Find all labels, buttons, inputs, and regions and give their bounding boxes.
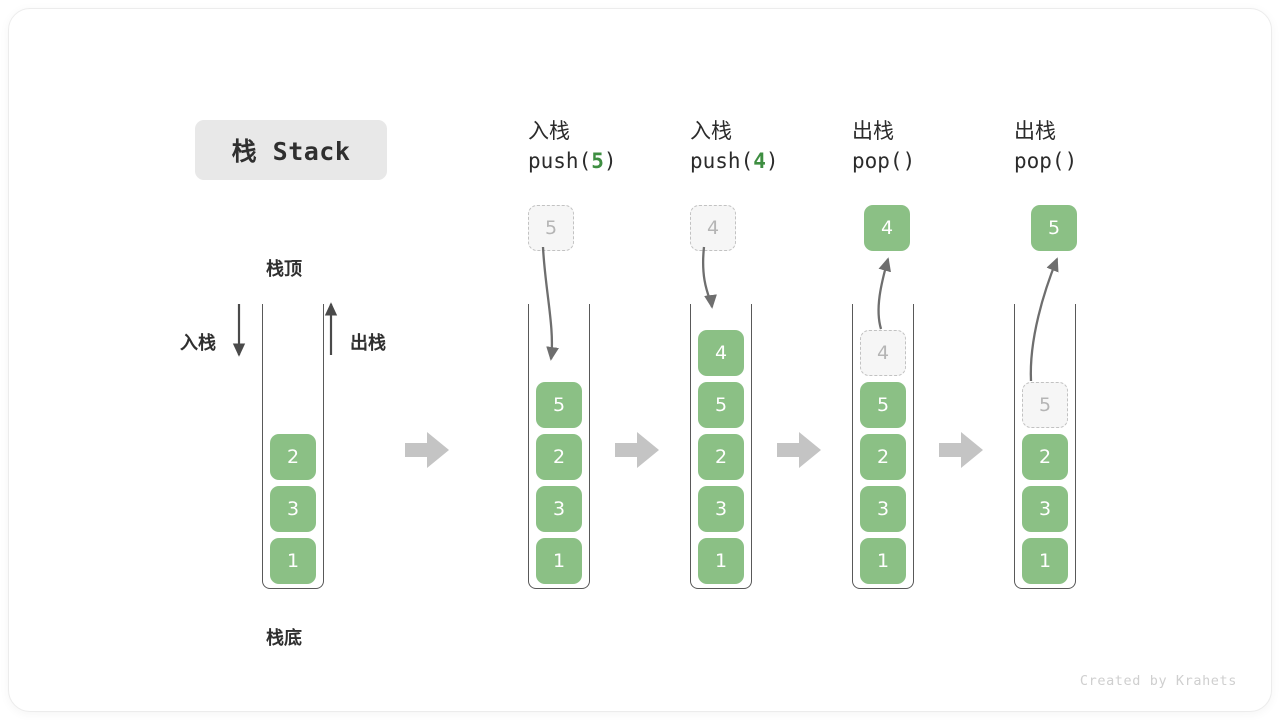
stack-container-pop-5 [1014, 304, 1076, 589]
stack-cell: 3 [1022, 486, 1068, 532]
popped-cell: 4 [864, 205, 910, 251]
diagram-card: 栈 Stack 栈顶 入栈 出栈 栈底 2 3 1 入栈 push(5) 5 5… [8, 8, 1272, 712]
stack-cell: 4 [698, 330, 744, 376]
step-arrow-1 [405, 432, 449, 468]
stack-cell: 1 [1022, 538, 1068, 584]
column-header-cn: 入栈 [528, 119, 570, 143]
credit-text: Created by Krahets [1079, 673, 1237, 689]
stack-cell: 5 [536, 382, 582, 428]
floating-ghost-cell: 5 [528, 205, 574, 251]
stack-ghost-cell: 5 [1022, 382, 1068, 428]
stack-cell: 3 [698, 486, 744, 532]
stack-bottom-label: 栈底 [266, 628, 302, 649]
stack-cell: 3 [860, 486, 906, 532]
stack-cell: 3 [270, 486, 316, 532]
step-arrow-2 [615, 432, 659, 468]
stack-cell: 1 [860, 538, 906, 584]
stack-container-initial [262, 304, 324, 589]
column-header-code: pop() [1014, 149, 1078, 174]
stack-cell: 5 [698, 382, 744, 428]
column-header-cn: 出栈 [1014, 119, 1056, 143]
stack-cell: 3 [536, 486, 582, 532]
stack-container-push-5 [528, 304, 590, 589]
stack-cell: 2 [698, 434, 744, 480]
column-header-code: pop() [852, 149, 916, 174]
popped-cell: 5 [1031, 205, 1077, 251]
floating-ghost-cell: 4 [690, 205, 736, 251]
column-header-cn: 入栈 [690, 119, 732, 143]
column-header-pop-5: 出栈 pop() [1014, 116, 1204, 177]
stack-cell: 2 [1022, 434, 1068, 480]
stack-container-pop-4 [852, 304, 914, 589]
pop-label: 出栈 [350, 333, 386, 354]
column-header-pop-4: 出栈 pop() [852, 116, 1042, 177]
stack-cell: 1 [270, 538, 316, 584]
stack-cell: 1 [536, 538, 582, 584]
stack-ghost-cell: 4 [860, 330, 906, 376]
column-header-push-5: 入栈 push(5) [528, 116, 718, 177]
arrows-overlay [232, 246, 1059, 468]
stack-container-push-4 [690, 304, 752, 589]
stack-cell: 2 [536, 434, 582, 480]
stack-cell: 2 [270, 434, 316, 480]
step-arrow-4 [939, 432, 983, 468]
column-header-cn: 出栈 [852, 119, 894, 143]
stack-cell: 2 [860, 434, 906, 480]
page-title: 栈 Stack [231, 137, 351, 166]
push-4-flow-arrow [702, 246, 717, 309]
diagram-title-pill: 栈 Stack [195, 120, 387, 180]
step-arrow-3 [777, 432, 821, 468]
stack-top-label: 栈顶 [266, 259, 302, 280]
column-header-push-4: 入栈 push(4) [690, 116, 880, 177]
stack-cell: 1 [698, 538, 744, 584]
column-header-code: push(5) [528, 149, 617, 174]
column-header-code: push(4) [690, 149, 779, 174]
push-label: 入栈 [180, 333, 216, 354]
stack-cell: 5 [860, 382, 906, 428]
